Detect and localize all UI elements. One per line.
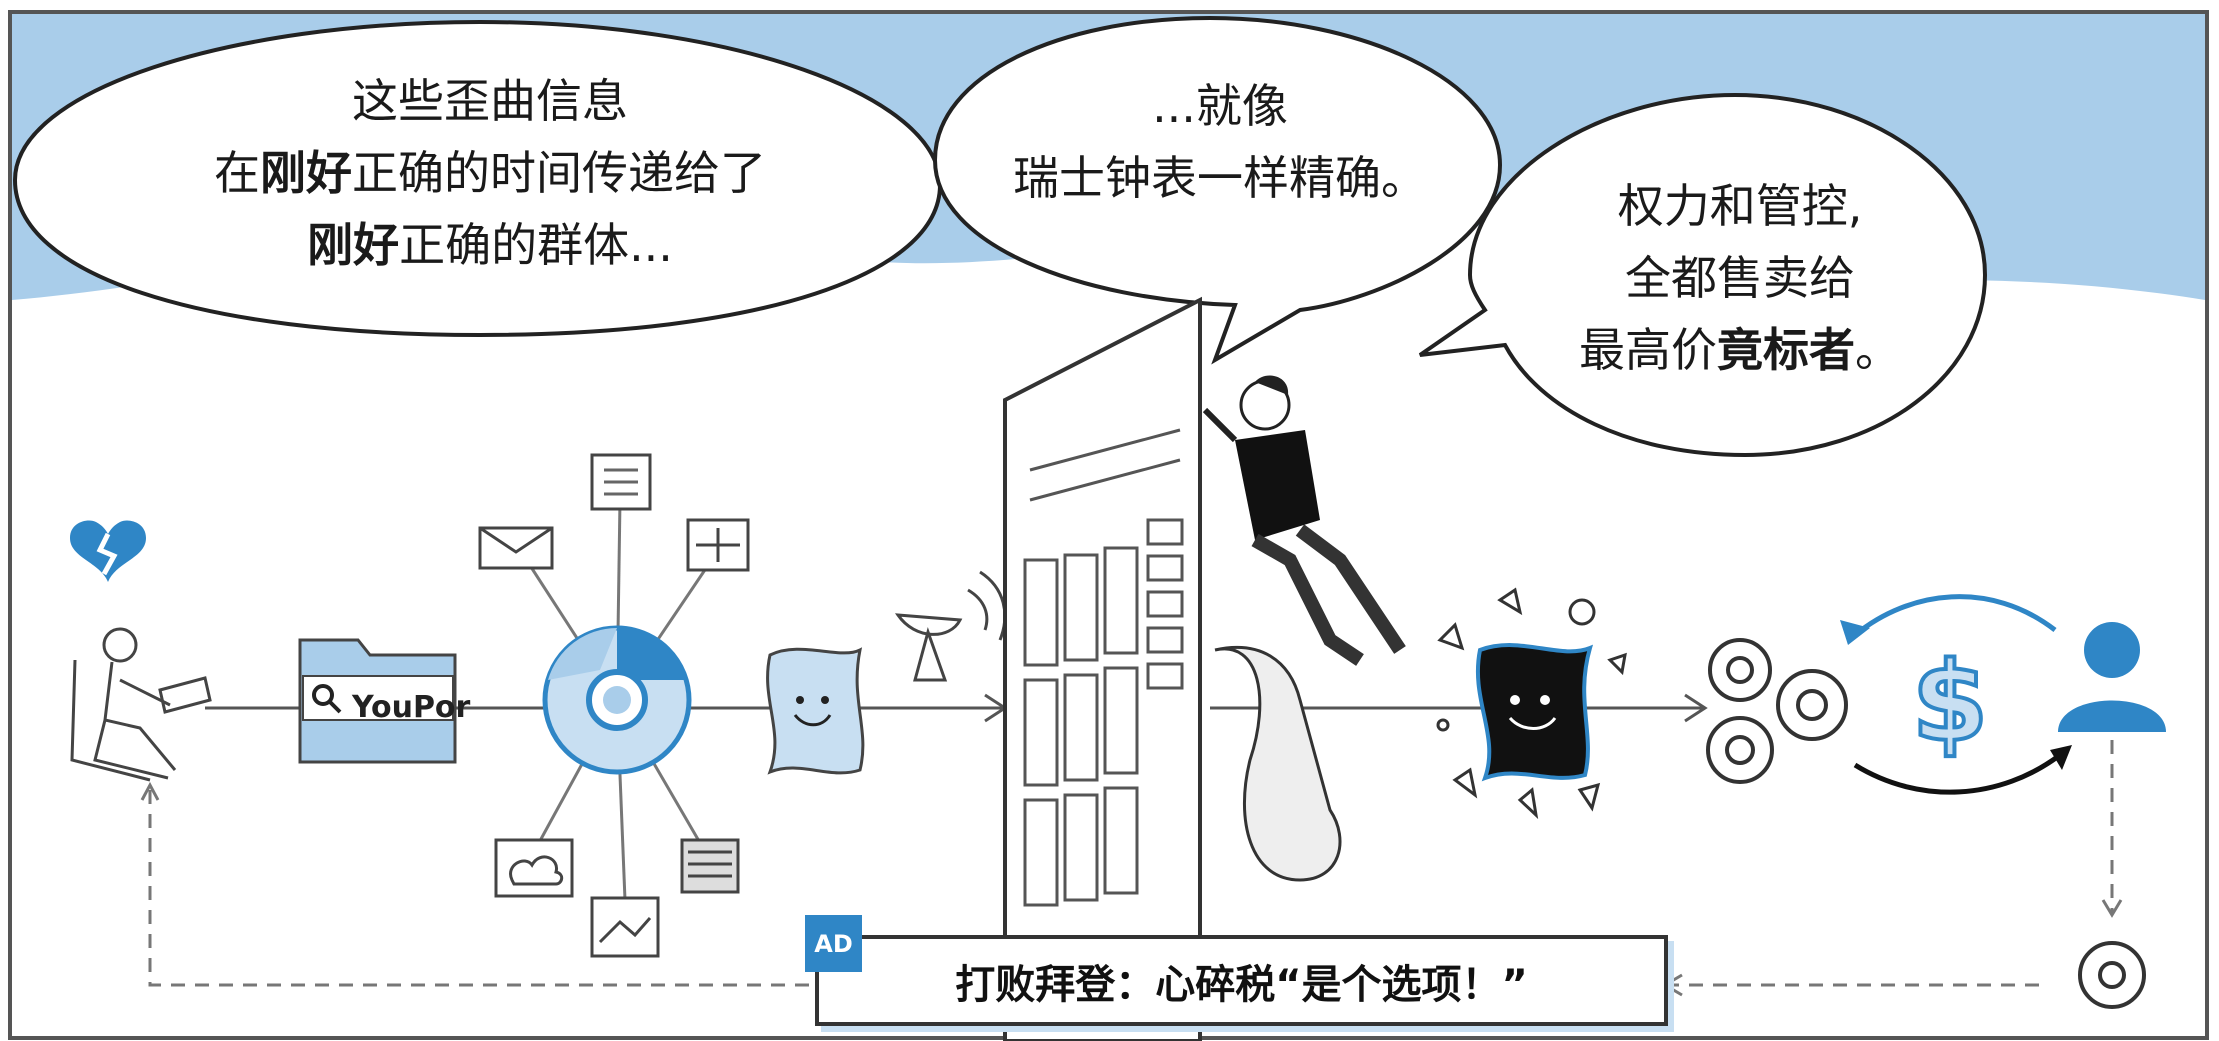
middle-bubble-line2: 瑞士钟表一样精确。 — [1013, 151, 1427, 205]
right-bubble-line1: 权力和管控, — [1617, 179, 1863, 233]
right-bubble-line2: 全都售卖给 — [1625, 251, 1855, 305]
user-icon — [2058, 622, 2166, 732]
left-bubble-line1: 这些歪曲信息 — [352, 74, 628, 128]
middle-bubble-line1: ...就像 — [1152, 79, 1288, 133]
gear-icon — [2078, 941, 2146, 1009]
envelope-icon — [478, 526, 554, 570]
speech-bubble-left — [12, 19, 943, 338]
folder-icon — [298, 638, 457, 764]
ad-headline: 打败拜登：心碎税“是个选项！” — [955, 961, 1528, 1008]
right-bubble-line3: 最高价竟标者。 — [1579, 323, 1901, 377]
dollar-icon: $ — [1912, 638, 1989, 766]
money-arrow-top — [1853, 594, 2057, 637]
left-bubble-line2: 在刚好正确的时间传递给了 — [214, 146, 766, 200]
newspaper-icon — [1003, 296, 1202, 1041]
money-arrow-bottom — [1853, 752, 2062, 795]
left-bubble-line3: 刚好正确的群体... — [307, 218, 673, 272]
move-arrows-icon — [686, 518, 750, 572]
cloud-icon — [494, 838, 574, 898]
gears-icon — [1706, 638, 1848, 784]
speech-bubble-right — [1418, 92, 1988, 458]
dark-scroll-icon — [1475, 643, 1594, 782]
person-sitting-icon — [1202, 375, 1406, 666]
shards — [1436, 587, 1627, 820]
scroll-icon — [766, 647, 865, 775]
feedback-line-left — [148, 790, 815, 987]
document-icon — [590, 453, 652, 511]
chrome-icon — [542, 625, 692, 775]
ad-badge: AD — [805, 915, 862, 972]
ad-banner[interactable]: 打败拜登：心碎税“是个选项！” — [815, 935, 1668, 1026]
paper-roll — [1214, 645, 1342, 882]
left-bubble-text: 这些歪曲信息 在刚好正确的时间传递给了 刚好正确的群体... — [170, 65, 810, 281]
middle-bubble-text: ...就像 瑞士钟表一样精确。 — [990, 70, 1450, 214]
search-icon — [312, 684, 342, 714]
server-icon — [680, 838, 740, 894]
broken-heart-icon — [70, 520, 146, 582]
folder-label: YouPor — [352, 690, 471, 725]
person-at-laptop-icon — [70, 627, 212, 782]
right-bubble-text: 权力和管控, 全都售卖给 最高价竟标者。 — [1540, 170, 1940, 386]
image-icon — [590, 896, 660, 958]
satellite-dish-icon — [894, 570, 1007, 682]
speech-bubble-middle — [932, 15, 1503, 365]
